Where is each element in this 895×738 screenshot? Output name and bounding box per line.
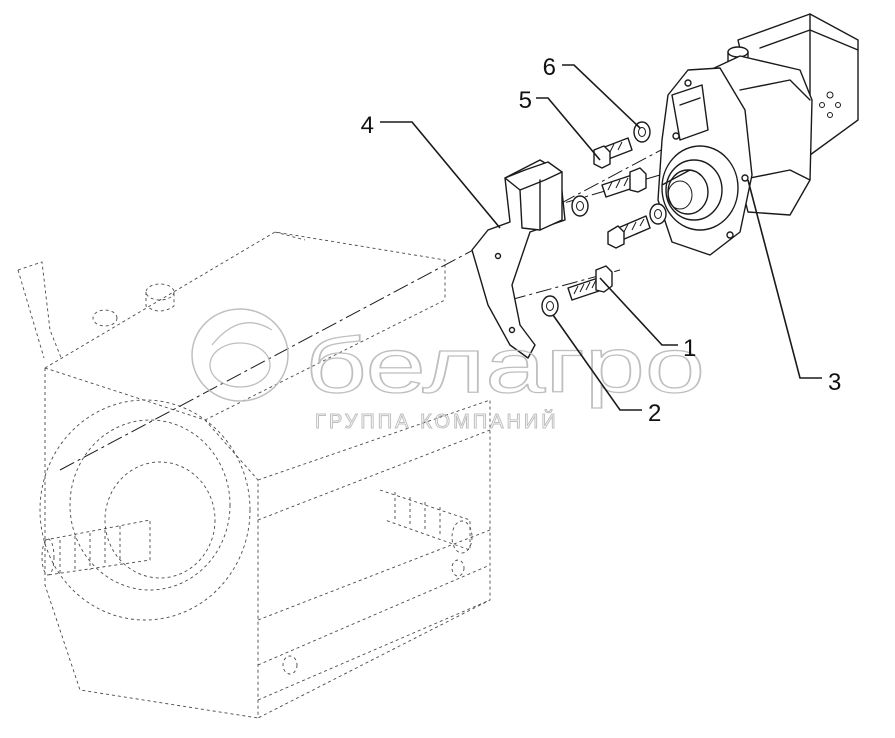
callout-1: 1 (599, 277, 696, 362)
right-output-shaft (379, 489, 473, 554)
washer-mid (571, 195, 589, 217)
callout-label-2: 2 (648, 400, 661, 427)
assembly-axis (59, 59, 831, 471)
bolt-top (593, 137, 633, 169)
callout-label-5: 5 (519, 87, 532, 114)
watermark-logo: белагро ГРУППА КОМПАНИЙ (191, 308, 706, 434)
callout-2: 2 (552, 314, 661, 427)
callout-label-6: 6 (543, 54, 556, 81)
callout-4: 4 (361, 112, 501, 229)
watermark-brand: белагро (305, 321, 705, 409)
washer-lower (541, 295, 559, 317)
left-output-shaft (41, 519, 151, 576)
callout-label-3: 3 (828, 369, 841, 396)
watermark-tagline: ГРУППА КОМПАНИЙ (315, 409, 559, 433)
gearbox-housing (17, 231, 491, 719)
callout-3: 3 (747, 179, 841, 396)
washer-right (649, 203, 667, 225)
mounting-bracket (471, 159, 566, 359)
bolt-upper-mid (601, 167, 647, 198)
callout-label-4: 4 (361, 112, 374, 139)
bolt-lower-mid (607, 215, 651, 249)
callout-6: 6 (543, 54, 641, 129)
watermark-circle-icon (191, 308, 289, 402)
pump-assembly (657, 13, 859, 256)
callout-label-1: 1 (683, 335, 696, 362)
callout-5: 5 (519, 87, 601, 161)
